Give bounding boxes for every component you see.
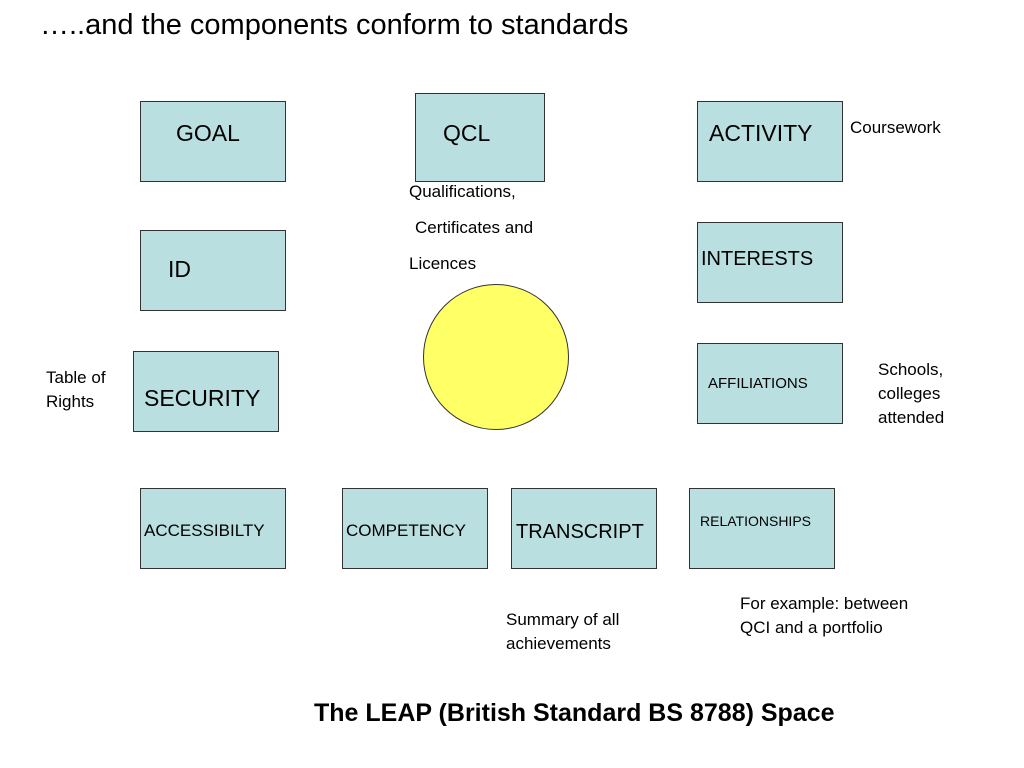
security-box: SECURITY <box>133 351 279 432</box>
security-label: SECURITY <box>144 385 261 411</box>
accessibility-box: ACCESSIBILTY <box>140 488 286 569</box>
schools-note-line2: colleges <box>878 384 941 403</box>
qcl-box: QCL <box>415 93 545 182</box>
activity-label: ACTIVITY <box>709 120 813 146</box>
interests-label: INTERESTS <box>701 248 814 270</box>
goal-label: GOAL <box>176 120 240 146</box>
coursework-note: Coursework <box>850 118 941 137</box>
schools-note-line3: attended <box>878 408 945 427</box>
affiliations-label: AFFILIATIONS <box>708 375 808 392</box>
summary-note-line2: achievements <box>506 634 611 653</box>
qcl-note-line2: Certificates and <box>415 218 534 237</box>
table-of-rights-line1: Table of <box>46 368 106 387</box>
activity-box: ACTIVITY <box>697 101 843 182</box>
qcl-note-line3: Licences <box>409 254 477 273</box>
goal-box: GOAL <box>140 101 286 182</box>
leap-space-circle <box>423 284 569 430</box>
id-box: ID <box>140 230 286 311</box>
accessibility-label: ACCESSIBILTY <box>144 521 265 540</box>
qcl-label: QCL <box>443 120 491 146</box>
summary-note-line1: Summary of all <box>506 610 620 629</box>
transcript-label: TRANSCRIPT <box>516 521 644 543</box>
slide-title: …..and the components conform to standar… <box>40 9 629 41</box>
affiliations-box: AFFILIATIONS <box>697 343 843 424</box>
transcript-box: TRANSCRIPT <box>511 488 657 569</box>
competency-label: COMPETENCY <box>346 521 466 540</box>
table-of-rights-line2: Rights <box>46 392 95 411</box>
id-label: ID <box>168 256 191 282</box>
interests-box: INTERESTS <box>697 222 843 303</box>
qcl-note-line1: Qualifications, <box>409 182 516 201</box>
example-note-line2: QCI and a portfolio <box>740 618 883 637</box>
relationships-label: RELATIONSHIPS <box>700 513 811 529</box>
example-note-line1: For example: between <box>740 594 909 613</box>
diagram-caption: The LEAP (British Standard BS 8788) Spac… <box>314 699 835 727</box>
relationships-box: RELATIONSHIPS <box>689 488 835 569</box>
competency-box: COMPETENCY <box>342 488 488 569</box>
schools-note-line1: Schools, <box>878 360 944 379</box>
